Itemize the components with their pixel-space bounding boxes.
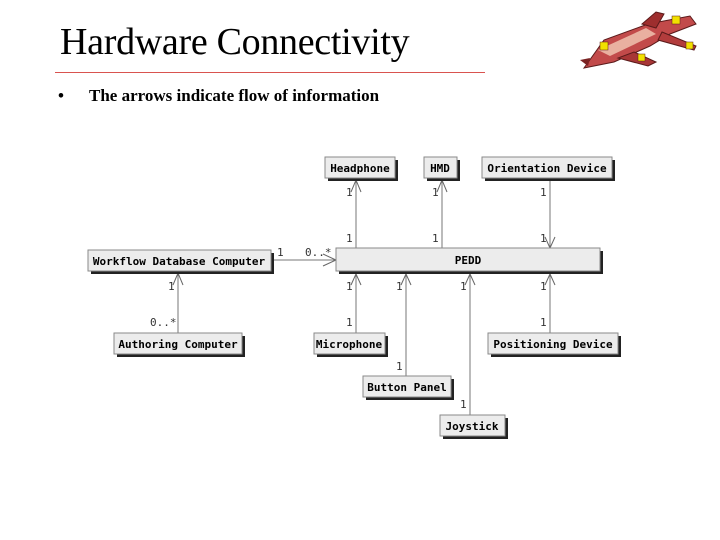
node-headphone: Headphone (324, 156, 398, 181)
node-joystick-label: Joystick (446, 420, 499, 433)
mult-hmd-bottom: 1 (432, 232, 439, 245)
mult-orientation-bottom: 1 (540, 232, 547, 245)
title-underline (55, 72, 485, 73)
fighter-jet-icon (580, 11, 697, 69)
node-positioning-device: Positioning Device (487, 332, 621, 357)
node-orientation-label: Orientation Device (487, 162, 607, 175)
mult-authoring-top: 0..* (150, 316, 177, 329)
node-button-panel: Button Panel (362, 375, 454, 400)
mult-positioning-bottom: 1 (540, 316, 547, 329)
node-hmd-label: HMD (430, 162, 450, 175)
mult-headphone-bottom: 1 (346, 232, 353, 245)
slide-title: Hardware Connectivity (60, 21, 410, 63)
mult-buttonpanel-top: 1 (396, 280, 403, 293)
node-workflow-label: Workflow Database Computer (93, 255, 266, 268)
node-authoring-computer: Authoring Computer (113, 332, 245, 357)
mult-workflow-pedd: 0..* (305, 246, 332, 259)
node-positioning-label: Positioning Device (493, 338, 613, 351)
multiplicity-labels: 1 1 1 1 1 1 1 0..* 1 0..* 1 1 1 1 1 1 1 … (150, 186, 547, 411)
node-microphone: Microphone (313, 332, 388, 357)
node-joystick: Joystick (439, 414, 508, 439)
node-workflow-database-computer: Workflow Database Computer (87, 249, 274, 274)
node-microphone-label: Microphone (316, 338, 383, 351)
mult-microphone-bottom: 1 (346, 316, 353, 329)
mult-orientation-top: 1 (540, 186, 547, 199)
mult-headphone-top: 1 (346, 186, 353, 199)
mult-microphone-top: 1 (346, 280, 353, 293)
mult-buttonpanel-bottom: 1 (396, 360, 403, 373)
mult-workflow-bottom: 1 (168, 280, 175, 293)
node-buttonpanel-label: Button Panel (367, 381, 446, 394)
node-headphone-label: Headphone (330, 162, 390, 175)
node-hmd: HMD (423, 156, 460, 181)
node-orientation-device: Orientation Device (481, 156, 615, 181)
node-pedd: PEDD (335, 247, 603, 274)
mult-workflow-right: 1 (277, 246, 284, 259)
mult-joystick-top: 1 (460, 280, 467, 293)
node-authoring-label: Authoring Computer (118, 338, 238, 351)
bullet-text: The arrows indicate flow of information (89, 86, 380, 105)
mult-joystick-bottom: 1 (460, 398, 467, 411)
mult-hmd-top: 1 (432, 186, 439, 199)
bullet-marker: • (58, 86, 64, 105)
mult-positioning-top: 1 (540, 280, 547, 293)
node-pedd-label: PEDD (455, 254, 482, 267)
